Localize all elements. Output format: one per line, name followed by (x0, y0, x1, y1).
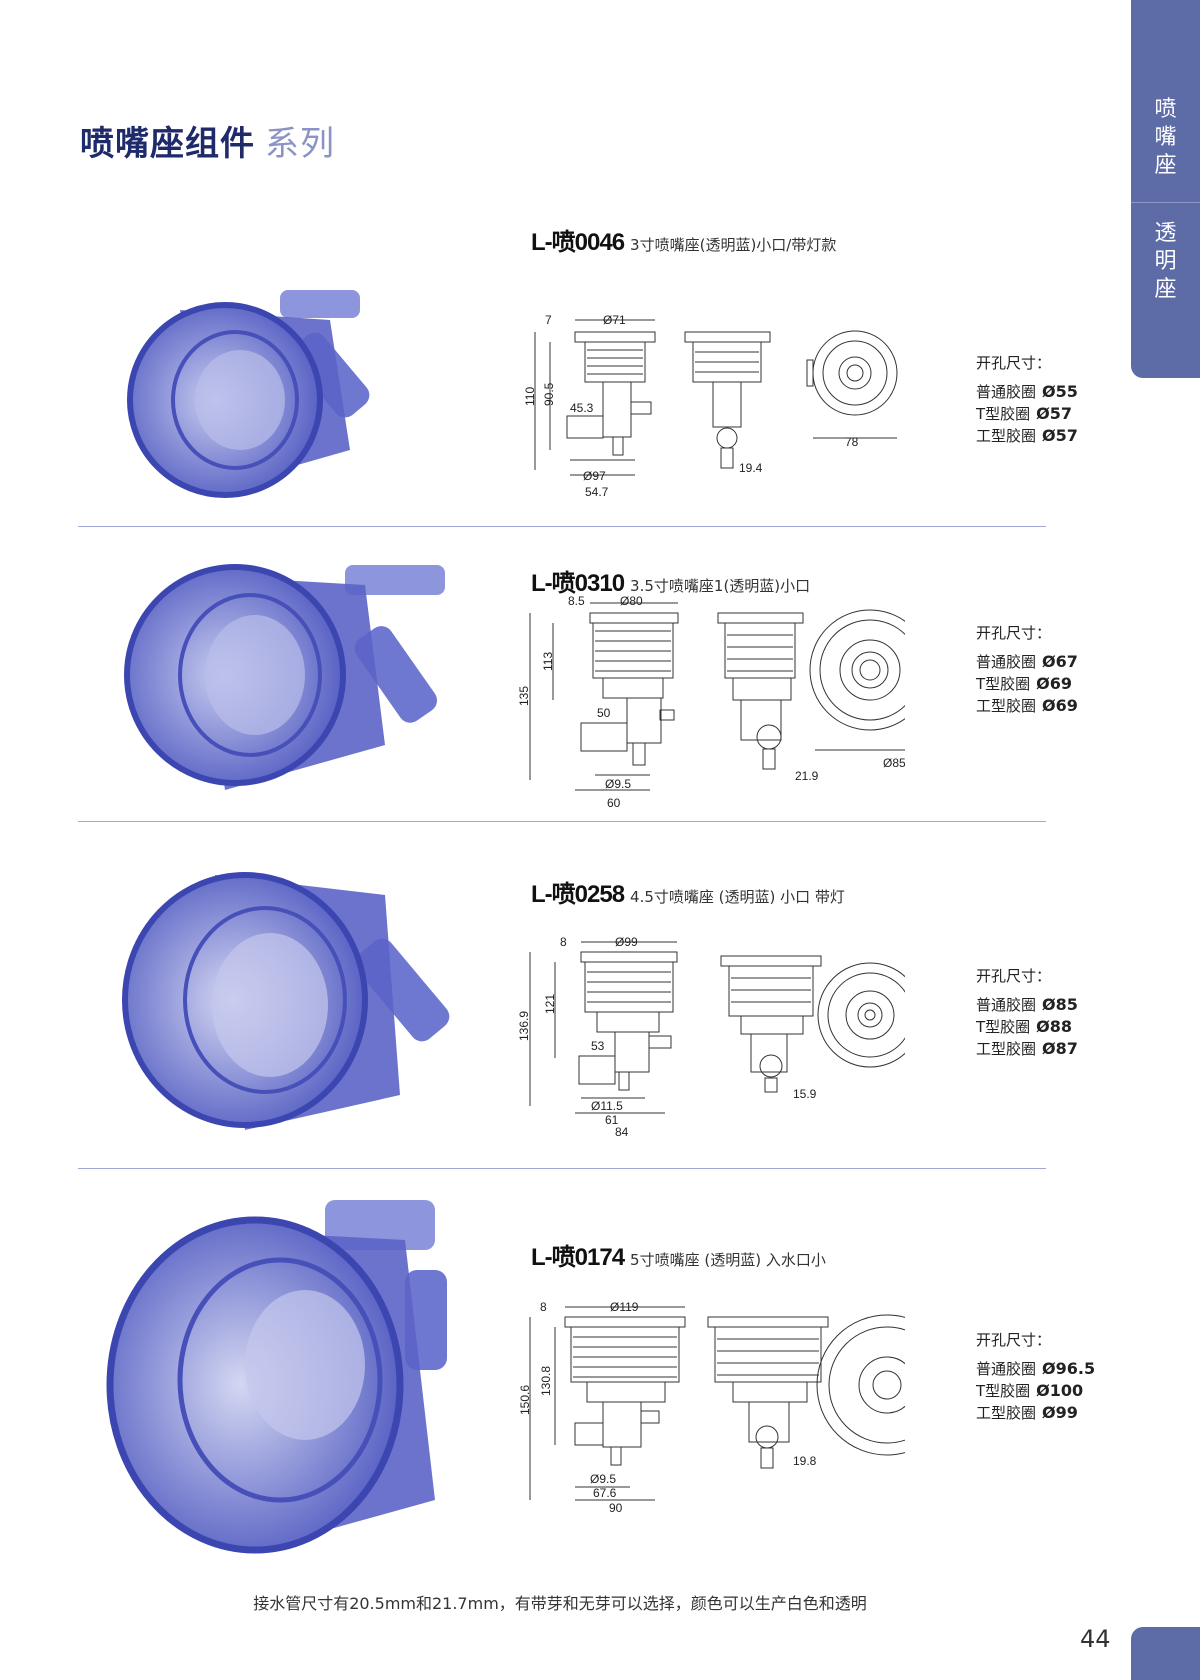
dim-bottom1: Ø97 (583, 469, 606, 483)
product-desc: 5寸喷嘴座 (透明蓝) 入水口小 (630, 1251, 826, 1269)
tech-drawing: 8.5 Ø80 135 113 50 Ø9.5 60 21.9 Ø85 (517, 595, 905, 810)
footnote: 接水管尺寸有20.5mm和21.7mm，有带芽和无芽可以选择，颜色可以生产白色和… (253, 1594, 867, 1613)
tab-transparent-seat[interactable]: 透明座 (1154, 221, 1177, 302)
dim-bottom1: Ø11.5 (591, 1099, 623, 1113)
dim-side2: 19.4 (739, 461, 763, 475)
product-photo (106, 1200, 447, 1554)
dim-h1: 135 (517, 686, 531, 706)
title-suffix: 系列 (265, 124, 335, 164)
dim-side: 53 (591, 1039, 605, 1053)
product-photo (122, 872, 450, 1130)
product-desc: 3.5寸喷嘴座1(透明蓝)小口 (630, 577, 811, 595)
dim-h2: 113 (541, 652, 555, 671)
hole-size-label: 开孔尺寸： (976, 354, 1052, 372)
dim-bottom2: 61 (605, 1113, 619, 1127)
section-divider (78, 526, 1046, 527)
tech-drawing: 7 Ø71 110 90.5 45.3 Ø97 54.7 19.4 78 (523, 313, 898, 499)
tech-drawing: 8 Ø119 150.6 130.8 Ø9.5 67.6 90 19.8 (518, 1300, 905, 1515)
dim-bottom3: 84 (615, 1125, 629, 1138)
title-main: 喷嘴座组件 (80, 124, 255, 164)
dim-h1: 150.6 (518, 1385, 532, 1415)
dim-flange: 7 (545, 313, 552, 327)
page-corner-tab (1131, 1627, 1200, 1680)
product-heading: L-喷0310 3.5寸喷嘴座1(透明蓝)小口 (531, 563, 810, 598)
dim-bottom2: 60 (607, 796, 621, 810)
dim-side2: 21.9 (795, 769, 819, 783)
tech-drawing: 8 Ø99 136.9 121 53 Ø11.5 61 84 15.9 (517, 935, 905, 1138)
dim-side: 50 (597, 706, 611, 720)
dim-bottom1: Ø9.5 (590, 1472, 616, 1486)
product-desc: 4.5寸喷嘴座 (透明蓝) 小口 带灯 (630, 888, 845, 906)
product-photo (127, 290, 370, 498)
dim-plan: 78 (845, 435, 859, 449)
dim-bottom2: 54.7 (585, 485, 609, 499)
dim-flange: 8 (540, 1300, 547, 1314)
dim-top: Ø119 (610, 1300, 639, 1314)
product-desc: 3寸喷嘴座(透明蓝)小口/带灯款 (630, 236, 837, 254)
dim-bottom3: 90 (609, 1501, 623, 1515)
product-heading: L-喷0258 4.5寸喷嘴座 (透明蓝) 小口 带灯 (531, 874, 845, 909)
product-code: L-喷0310 (531, 570, 625, 597)
dim-top: Ø80 (620, 595, 643, 608)
dim-top: Ø99 (615, 935, 638, 949)
product-code: L-喷0258 (531, 881, 625, 908)
side-tabs: 喷嘴座 透明座 (1131, 0, 1200, 378)
dim-flange: 8.5 (568, 595, 585, 608)
page-title: 喷嘴座组件系列 (80, 116, 335, 165)
dim-side2: 19.8 (793, 1454, 817, 1468)
dim-top: Ø71 (603, 313, 626, 327)
dim-plan: Ø85 (883, 756, 905, 770)
dim-flange: 8 (560, 935, 567, 949)
dim-h2: 121 (543, 994, 557, 1014)
product-code: L-喷0174 (531, 1244, 625, 1271)
dim-bottom1: Ø9.5 (605, 777, 631, 791)
product-photo (124, 564, 445, 790)
dim-h1: 136.9 (517, 1011, 531, 1041)
hole-size-label: 开孔尺寸： (976, 624, 1052, 642)
tab-nozzle-seat[interactable]: 喷嘴座 (1154, 97, 1177, 178)
page-number: 44 (1080, 1625, 1111, 1653)
section-divider (78, 1168, 1046, 1169)
dim-h1: 110 (523, 387, 537, 406)
product-heading: L-喷0174 5寸喷嘴座 (透明蓝) 入水口小 (531, 1237, 826, 1272)
section-divider (78, 821, 1046, 822)
dim-h2: 90.5 (542, 382, 556, 406)
hole-size-label: 开孔尺寸： (976, 967, 1052, 985)
product-heading: L-喷0046 3寸喷嘴座(透明蓝)小口/带灯款 (531, 222, 836, 257)
hole-size-label: 开孔尺寸： (976, 1331, 1052, 1349)
tab-divider (1131, 202, 1200, 203)
dim-bottom2: 67.6 (593, 1486, 617, 1500)
dim-side2: 15.9 (793, 1087, 817, 1101)
dim-h2: 130.8 (539, 1366, 553, 1396)
dim-side: 45.3 (570, 401, 594, 415)
product-code: L-喷0046 (531, 229, 625, 256)
